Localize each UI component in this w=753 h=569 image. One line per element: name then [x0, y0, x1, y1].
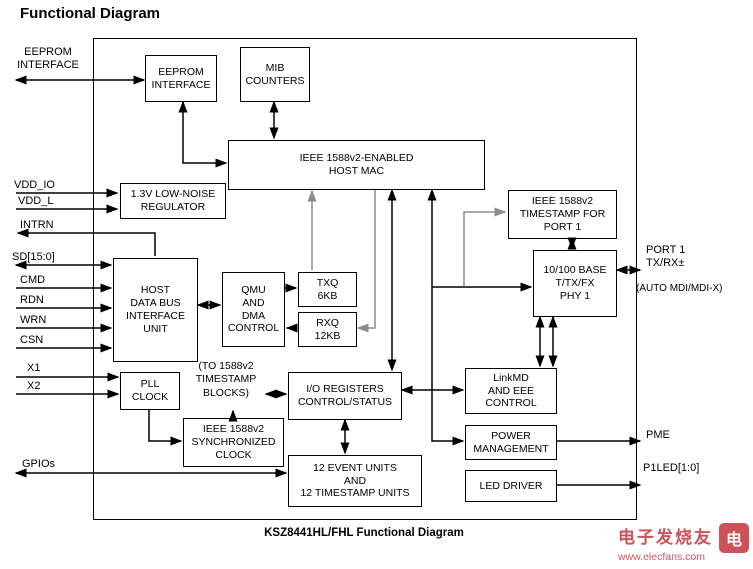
block-host-bus-interface-label: HOST DATA BUS INTERFACE UNIT	[126, 284, 185, 335]
block-mib-counters: MIB COUNTERS	[240, 47, 310, 102]
elecfans-watermark-text: 电子发烧友 www.elecfans.com	[618, 523, 713, 563]
block-txq: TXQ 6KB	[298, 272, 357, 307]
block-linkmd-eee-label: LinkMD AND EEE CONTROL	[485, 371, 537, 410]
pin-label-rdn: RDN	[20, 294, 44, 306]
block-power-management: POWER MANAGEMENT	[465, 425, 557, 460]
pin-label-intrn: INTRN	[20, 219, 54, 231]
block-phy1: 10/100 BASE T/TX/FX PHY 1	[533, 250, 617, 317]
block-timestamp-port1-label: IEEE 1588v2 TIMESTAMP FOR PORT 1	[519, 195, 606, 233]
block-regulator: 1.3V LOW-NOISE REGULATOR	[120, 183, 226, 219]
pin-label-x1: X1	[27, 362, 41, 374]
pin-label-csn: CSN	[20, 334, 44, 346]
pin-label-p1led: P1LED[1:0]	[643, 462, 700, 474]
page-title: Functional Diagram	[20, 5, 161, 22]
block-timestamp-port1: IEEE 1588v2 TIMESTAMP FOR PORT 1	[508, 190, 617, 239]
pin-label-gpios: GPIOs	[22, 458, 56, 470]
block-host-mac: IEEE 1588v2-ENABLED HOST MAC	[228, 140, 485, 190]
block-qmu-dma-label: QMU AND DMA CONTROL	[227, 283, 280, 335]
pin-label-x2: X2	[27, 380, 41, 392]
block-rxq: RXQ 12KB	[298, 312, 357, 347]
block-eeprom-interface: EEPROM INTERFACE	[145, 55, 217, 102]
pin-label-auto-mdi: (AUTO MDI/MDI-X)	[636, 283, 723, 294]
block-led-driver: LED DRIVER	[465, 470, 557, 502]
pin-label-vdd-l: VDD_L	[18, 195, 54, 207]
pin-label-vdd-io: VDD_IO	[14, 179, 55, 191]
block-pll-clock-label: PLL CLOCK	[131, 378, 169, 403]
block-qmu-dma: QMU AND DMA CONTROL	[222, 272, 285, 347]
block-regulator-label: 1.3V LOW-NOISE REGULATOR	[130, 188, 216, 213]
block-sync-clock: IEEE 1588v2 SYNCHRONIZED CLOCK	[183, 418, 284, 467]
block-host-bus-interface: HOST DATA BUS INTERFACE UNIT	[113, 258, 198, 362]
pin-label-cmd: CMD	[20, 274, 46, 286]
pin-label-pme: PME	[646, 429, 670, 441]
block-phy1-label: 10/100 BASE T/TX/FX PHY 1	[543, 264, 607, 302]
pin-label-wrn: WRN	[20, 314, 47, 326]
block-eeprom-interface-label: EEPROM INTERFACE	[151, 65, 211, 91]
block-io-registers: I/O REGISTERS CONTROL/STATUS	[288, 372, 402, 420]
elecfans-logo-icon: 电	[719, 523, 749, 553]
elecfans-logo-glyph: 电	[725, 532, 742, 549]
timestamp-blocks-note: (TO 1588v2 TIMESTAMP BLOCKS)	[195, 360, 257, 399]
block-led-driver-label: LED DRIVER	[479, 479, 543, 492]
block-mib-counters-label: MIB COUNTERS	[245, 61, 305, 87]
chip-boundary-box	[93, 38, 637, 520]
block-power-management-label: POWER MANAGEMENT	[473, 429, 549, 455]
pin-label-eeprom-interface: EEPROM INTERFACE	[17, 46, 79, 71]
elecfans-brand: 电子发烧友	[618, 528, 713, 547]
elecfans-watermark: 电子发烧友 www.elecfans.com 电	[618, 523, 749, 563]
block-sync-clock-label: IEEE 1588v2 SYNCHRONIZED CLOCK	[191, 423, 276, 461]
block-txq-label: TXQ 6KB	[316, 276, 339, 302]
figure-caption: KSZ8441HL/FHL Functional Diagram	[264, 527, 464, 539]
block-event-units: 12 EVENT UNITS AND 12 TIMESTAMP UNITS	[288, 455, 422, 507]
block-io-registers-label: I/O REGISTERS CONTROL/STATUS	[297, 383, 393, 408]
elecfans-url: www.elecfans.com	[618, 551, 705, 563]
block-rxq-label: RXQ 12KB	[314, 316, 341, 342]
block-event-units-label: 12 EVENT UNITS AND 12 TIMESTAMP UNITS	[300, 461, 410, 500]
block-host-mac-label: IEEE 1588v2-ENABLED HOST MAC	[299, 152, 414, 177]
block-linkmd-eee: LinkMD AND EEE CONTROL	[465, 368, 557, 414]
pin-label-port1: PORT 1 TX/RX±	[646, 244, 686, 269]
block-pll-clock: PLL CLOCK	[120, 372, 180, 410]
pin-label-sd: SD[15:0]	[12, 251, 55, 263]
